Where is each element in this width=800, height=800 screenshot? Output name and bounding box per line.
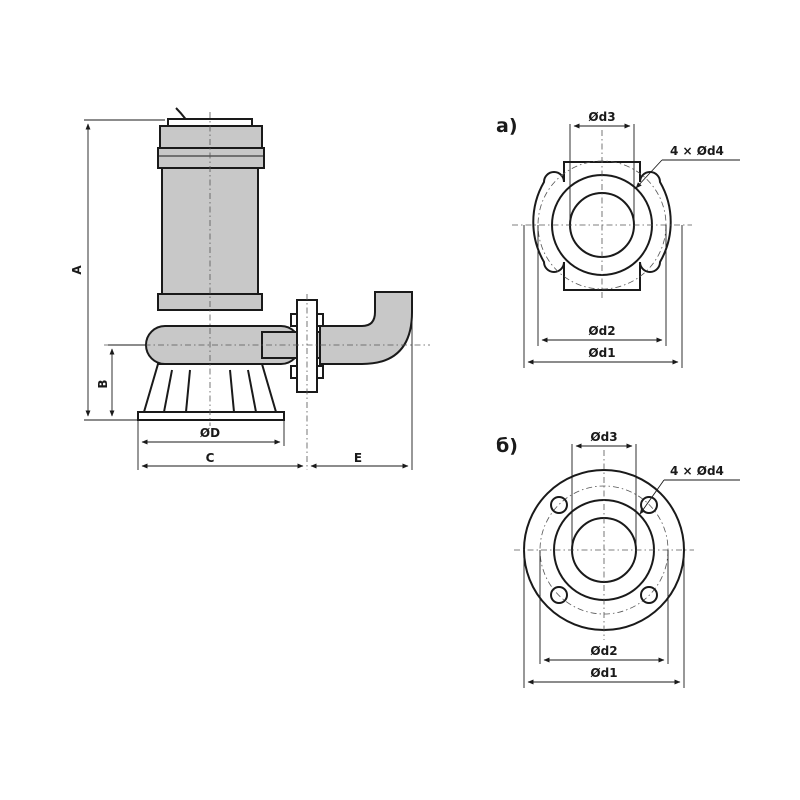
dim-A-label: A xyxy=(70,265,84,275)
flange-b-bolt-hole xyxy=(640,586,658,604)
flange-bolt xyxy=(316,313,324,327)
flange-b-d4: 4 × Ød4 xyxy=(670,464,724,478)
flange-b-bolt-hole xyxy=(640,496,658,514)
pump-side-view: A B ØD C E xyxy=(70,107,430,470)
flange-bolt xyxy=(316,365,324,379)
flange-a-outline xyxy=(532,161,672,291)
flange-b-title: б) xyxy=(496,435,518,457)
flange-b-bolt-hole xyxy=(550,496,568,514)
flange-bolt xyxy=(290,313,298,327)
dim-C-label: C xyxy=(206,451,215,465)
flange-b-view: б) Ød3 4 × Ød4 Ød2 Ød1 xyxy=(496,430,740,688)
flange-b-d3: Ød3 xyxy=(590,430,617,444)
base-plate xyxy=(137,411,285,421)
flange-a-d1: Ød1 xyxy=(588,346,615,360)
flange-a-d2: Ød2 xyxy=(588,324,615,338)
flange-a-d4: 4 × Ød4 xyxy=(670,144,724,158)
discharge-elbow xyxy=(319,291,413,365)
flange-b-d2: Ød2 xyxy=(590,644,617,658)
dim-E-label: E xyxy=(354,451,362,465)
motor-collar xyxy=(157,147,265,169)
dim-D-label: ØD xyxy=(200,426,220,440)
flange-a-view: а) Ød3 4 × Ød4 Ød2 Ød1 xyxy=(496,110,740,368)
flange-bolt xyxy=(290,365,298,379)
flange-a-d3: Ød3 xyxy=(588,110,615,124)
dim-B-label: B xyxy=(96,379,110,388)
flange-b-d1: Ød1 xyxy=(590,666,617,680)
flange-b-bolt-hole xyxy=(550,586,568,604)
flange-a-title: а) xyxy=(496,115,518,137)
motor-head xyxy=(159,125,263,149)
